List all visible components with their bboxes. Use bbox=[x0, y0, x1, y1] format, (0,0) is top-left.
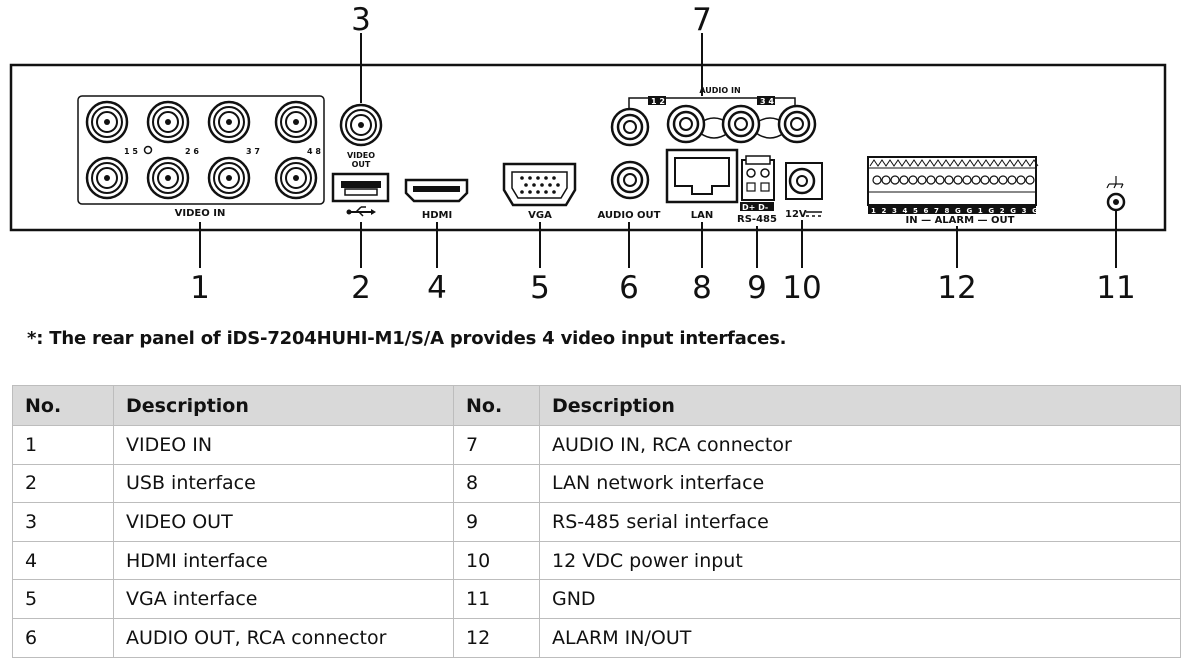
vga-port: VGA bbox=[502, 162, 577, 221]
interface-description-table: No. Description No. Description 1 VIDEO … bbox=[12, 385, 1181, 658]
callout-4: 4 bbox=[427, 270, 447, 306]
table-row: 3 VIDEO OUT 9 RS-485 serial interface bbox=[12, 502, 1181, 542]
video-in-bnc-group: 1 5 2 6 3 7 4 8 VIDEO IN bbox=[77, 95, 325, 219]
table-cell: 5 bbox=[12, 579, 114, 619]
audio-in-pair-label: 3 4 bbox=[760, 97, 774, 106]
hdmi-port: HDMI bbox=[404, 178, 469, 221]
table-cell: RS-485 serial interface bbox=[539, 502, 1181, 542]
table-row: 1 VIDEO IN 7 AUDIO IN, RCA connector bbox=[12, 425, 1181, 465]
bnc-pair-label: 3 7 bbox=[246, 147, 260, 156]
callout-11: 11 bbox=[1096, 270, 1135, 306]
alarm-label: IN — ALARM — OUT bbox=[906, 215, 1015, 226]
rear-panel-diagram: 1 5 2 6 3 7 4 8 VIDEO IN VIDEO OUT HDMI bbox=[9, 2, 1167, 306]
table-cell: 12 bbox=[453, 617, 540, 658]
table-cell: LAN network interface bbox=[539, 463, 1181, 504]
callout-5: 5 bbox=[530, 270, 550, 306]
table-cell: USB interface bbox=[113, 463, 454, 504]
table-cell: 7 bbox=[453, 425, 540, 465]
table-row: 4 HDMI interface 10 12 VDC power input bbox=[12, 540, 1181, 581]
audio-in-pair-label: 1 2 bbox=[651, 97, 665, 106]
table-cell: 11 bbox=[453, 579, 540, 619]
table-row: 2 USB interface 8 LAN network interface bbox=[12, 463, 1181, 504]
model-note: *: The rear panel of iDS-7204HUHI-M1/S/A… bbox=[27, 328, 787, 349]
rca-connector bbox=[610, 107, 650, 147]
table-cell: ALARM IN/OUT bbox=[539, 617, 1181, 658]
power-label: 12V bbox=[785, 209, 807, 220]
rca-connector bbox=[721, 104, 761, 144]
bnc-connector bbox=[207, 156, 251, 200]
alarm-pin-labels: 1 2 3 4 5 6 7 8 G G 1 G 2 G 3 G 4 G bbox=[871, 207, 1061, 215]
bnc-connector bbox=[85, 100, 129, 144]
table-row: 5 VGA interface 11 GND bbox=[12, 579, 1181, 619]
callout-10: 10 bbox=[782, 270, 821, 306]
table-cell: 10 bbox=[453, 540, 540, 581]
bnc-connector bbox=[274, 100, 318, 144]
audio-out-connector: AUDIO OUT bbox=[598, 160, 661, 221]
rs485-pin-label: D+ D- bbox=[742, 203, 768, 212]
lan-label: LAN bbox=[691, 210, 713, 221]
table-cell: 8 bbox=[453, 463, 540, 504]
hdmi-label: HDMI bbox=[422, 210, 452, 221]
bnc-connector bbox=[85, 156, 129, 200]
column-header-description: Description bbox=[113, 385, 454, 426]
table-cell: 12 VDC power input bbox=[539, 540, 1181, 581]
bnc-connector bbox=[146, 100, 190, 144]
table-cell: AUDIO IN, RCA connector bbox=[539, 425, 1181, 465]
rs485-terminal: D+ D- RS-485 bbox=[737, 155, 777, 225]
table-cell: GND bbox=[539, 579, 1181, 619]
bnc-pair-label: 1 5 bbox=[124, 147, 138, 156]
callout-7: 7 bbox=[692, 2, 712, 38]
usb-icon bbox=[346, 206, 376, 217]
table-cell: VIDEO OUT bbox=[113, 502, 454, 542]
table-row: 6 AUDIO OUT, RCA connector 12 ALARM IN/O… bbox=[12, 617, 1181, 658]
callout-1: 1 bbox=[190, 270, 210, 306]
audio-out-label: AUDIO OUT bbox=[598, 210, 661, 221]
column-header-description: Description bbox=[539, 385, 1181, 426]
video-out-label-line1: VIDEO bbox=[347, 151, 375, 160]
audio-in-label: AUDIO IN bbox=[699, 86, 740, 95]
bnc-pair-label: 2 6 bbox=[185, 147, 199, 156]
callout-6: 6 bbox=[619, 270, 639, 306]
column-header-no: No. bbox=[453, 385, 540, 426]
audio-in-group: AUDIO IN 1 2 3 4 bbox=[610, 86, 817, 147]
callout-8: 8 bbox=[692, 270, 712, 306]
table-cell: 9 bbox=[453, 502, 540, 542]
dc-symbol-icon bbox=[806, 211, 822, 217]
table-header-row: No. Description No. Description bbox=[12, 385, 1181, 426]
bnc-connector bbox=[146, 156, 190, 200]
bnc-pair-label: 4 8 bbox=[307, 147, 321, 156]
callout-9: 9 bbox=[747, 270, 767, 306]
bnc-connector bbox=[274, 156, 318, 200]
video-out-connector: VIDEO OUT bbox=[339, 103, 383, 169]
callout-leaders bbox=[199, 33, 1117, 268]
table-cell: AUDIO OUT, RCA connector bbox=[113, 617, 454, 658]
callout-12: 12 bbox=[937, 270, 976, 306]
callout-2: 2 bbox=[351, 270, 371, 306]
alarm-terminal: 1 2 3 4 5 6 7 8 G G 1 G 2 G 3 G 4 G IN —… bbox=[867, 156, 1061, 226]
power-input: 12V bbox=[785, 162, 823, 220]
table-cell: 3 bbox=[12, 502, 114, 542]
vga-label: VGA bbox=[528, 210, 552, 221]
table-cell: HDMI interface bbox=[113, 540, 454, 581]
table-cell: VGA interface bbox=[113, 579, 454, 619]
callout-3: 3 bbox=[351, 2, 371, 38]
rca-connector bbox=[777, 104, 817, 144]
table-cell: 1 bbox=[12, 425, 114, 465]
video-in-label: VIDEO IN bbox=[175, 208, 226, 219]
table-cell: 2 bbox=[12, 463, 114, 504]
ground-icon bbox=[1106, 176, 1124, 189]
video-out-label-line2: OUT bbox=[352, 160, 371, 169]
table-cell: 6 bbox=[12, 617, 114, 658]
table-cell: 4 bbox=[12, 540, 114, 581]
usb-port bbox=[331, 172, 390, 217]
rs485-label: RS-485 bbox=[737, 214, 777, 225]
column-header-no: No. bbox=[12, 385, 114, 426]
table-cell: VIDEO IN bbox=[113, 425, 454, 465]
rca-connector bbox=[666, 104, 706, 144]
lan-port: LAN bbox=[665, 148, 739, 221]
bnc-connector bbox=[207, 100, 251, 144]
